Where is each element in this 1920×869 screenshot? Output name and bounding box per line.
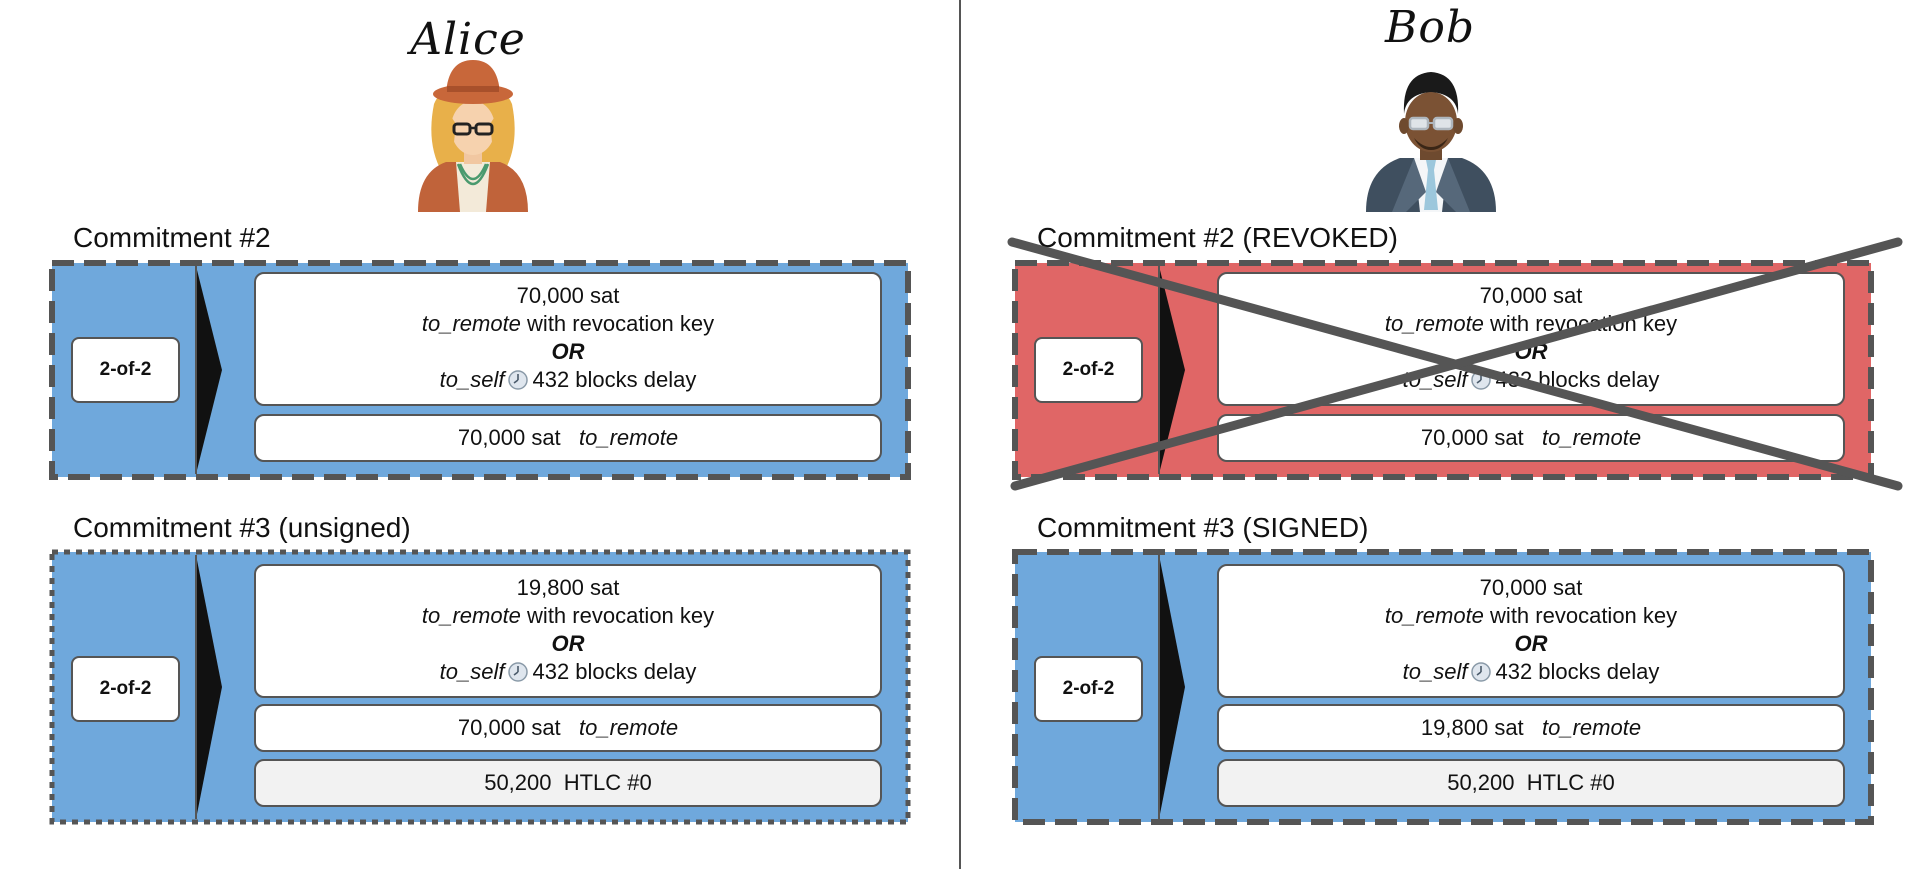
alice-commitment-3-title: Commitment #3 (unsigned) [73, 512, 411, 543]
to-remote-label: to_remote [579, 425, 679, 450]
clock-icon [1471, 370, 1492, 390]
output-amount: 70,000 sat [516, 283, 620, 308]
bob-commitment-2-tx: 2-of-2 70,000 sat to_remote with revocat… [1012, 260, 1874, 480]
output-amount: 19,800 sat [1420, 715, 1524, 740]
to-remote-label: to_remote [579, 715, 679, 740]
or-label: OR [1514, 631, 1548, 656]
htlc-label: HTLC #0 [563, 770, 652, 795]
to-local-output: 19,800 sat to_remote with revocation key… [254, 564, 882, 698]
to-remote-label: to_remote [421, 311, 521, 336]
to-local-output: 70,000 sat to_remote with revocation key… [1217, 564, 1845, 698]
output-amount: 19,800 sat [516, 575, 620, 600]
to-local-output: 70,000 sat to_remote with revocation key… [254, 272, 882, 406]
htlc-output: 50,200 HTLC #0 [1217, 759, 1845, 807]
alice-commitment-2-tx: 2-of-2 70,000 sat to_remote with revocat… [49, 260, 911, 480]
output-amount: 70,000 sat [457, 425, 561, 450]
clock-icon [508, 662, 529, 682]
or-label: OR [551, 631, 585, 656]
delay-text: 432 blocks delay [532, 367, 697, 392]
htlc-output: 50,200 HTLC #0 [254, 759, 882, 807]
to-remote-output: 70,000 sat to_remote [254, 704, 882, 752]
revocation-text: with revocation key [527, 311, 715, 336]
delay-text: 432 blocks delay [1495, 659, 1660, 684]
output-amount: 70,000 sat [457, 715, 561, 740]
bob-commitment-3-title: Commitment #3 (SIGNED) [1037, 512, 1369, 543]
revocation-text: with revocation key [1490, 311, 1678, 336]
to-self-label: to_self [439, 367, 505, 392]
htlc-amount: 50,200 [484, 770, 552, 795]
to-self-label: to_self [1402, 659, 1468, 684]
to-self-label: to_self [439, 659, 505, 684]
to-remote-output: 70,000 sat to_remote [254, 414, 882, 462]
to-remote-label: to_remote [1542, 425, 1642, 450]
to-remote-output: 19,800 sat to_remote [1217, 704, 1845, 752]
delay-text: 432 blocks delay [532, 659, 697, 684]
bob-commitment-3-tx: 2-of-2 70,000 sat to_remote with revocat… [1012, 549, 1874, 825]
htlc-amount: 50,200 [1447, 770, 1515, 795]
alice-name: Alice [410, 14, 526, 65]
multisig-input: 2-of-2 [71, 656, 180, 722]
to-remote-label: to_remote [421, 603, 521, 628]
htlc-label: HTLC #0 [1526, 770, 1615, 795]
bob-commitment-2-title: Commitment #2 (REVOKED) [1037, 222, 1398, 253]
output-amount: 70,000 sat [1479, 283, 1583, 308]
delay-text: 432 blocks delay [1495, 367, 1660, 392]
bob-name: Bob [1385, 2, 1475, 53]
multisig-input: 2-of-2 [71, 337, 180, 403]
revocation-text: with revocation key [527, 603, 715, 628]
to-remote-output: 70,000 sat to_remote [1217, 414, 1845, 462]
multisig-input: 2-of-2 [1034, 656, 1143, 722]
to-remote-label: to_remote [1542, 715, 1642, 740]
or-label: OR [551, 339, 585, 364]
bob-avatar-icon [1366, 72, 1496, 212]
party-divider [959, 0, 961, 869]
revocation-text: with revocation key [1490, 603, 1678, 628]
to-local-output: 70,000 sat to_remote with revocation key… [1217, 272, 1845, 406]
alice-commitment-2-title: Commitment #2 [73, 222, 271, 253]
output-amount: 70,000 sat [1420, 425, 1524, 450]
multisig-input: 2-of-2 [1034, 337, 1143, 403]
clock-icon [508, 370, 529, 390]
or-label: OR [1514, 339, 1548, 364]
to-remote-label: to_remote [1384, 311, 1484, 336]
alice-avatar-icon [418, 60, 528, 212]
output-amount: 70,000 sat [1479, 575, 1583, 600]
alice-commitment-3-tx: 2-of-2 19,800 sat to_remote with revocat… [49, 549, 911, 825]
clock-icon [1471, 662, 1492, 682]
to-remote-label: to_remote [1384, 603, 1484, 628]
to-self-label: to_self [1402, 367, 1468, 392]
